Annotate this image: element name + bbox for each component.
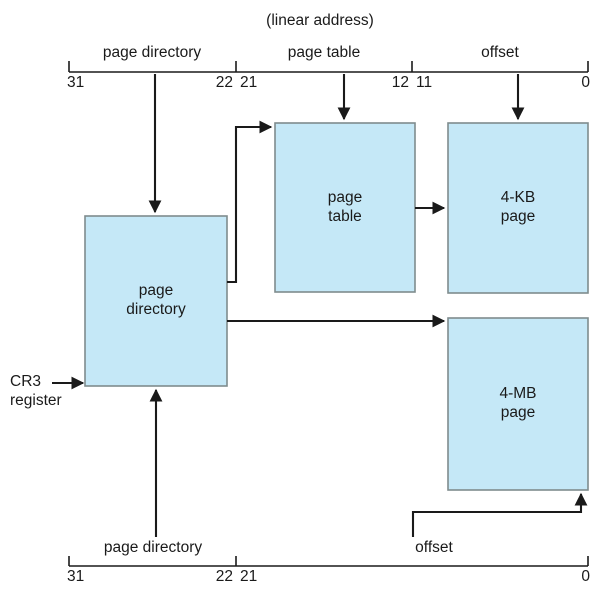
top-bit-31: 31 <box>67 74 85 91</box>
top-address-bar-rules <box>68 61 589 73</box>
page-table-box <box>274 122 416 293</box>
top-field-label-page-table: page table <box>287 44 361 61</box>
bottom-field-label-offset: offset <box>415 539 453 556</box>
top-bit-21: 21 <box>240 74 258 91</box>
page-directory-label: page directory <box>126 282 186 318</box>
bottom-address-bar-rules <box>68 556 589 567</box>
bottom-bit-0: 0 <box>581 568 590 585</box>
bottom-field-label-page-directory: page directory <box>103 539 203 556</box>
page-table-label: page table <box>327 189 363 225</box>
page-directory-box <box>84 215 228 387</box>
arrow-bottom-offset-field-to-4mb-page <box>411 492 588 537</box>
page-4mb-box <box>447 317 589 491</box>
arrow-page-directory-to-page-table <box>227 120 273 284</box>
top-bit-22: 22 <box>215 74 233 91</box>
top-bit-0: 0 <box>581 74 590 91</box>
bottom-bit-31: 31 <box>67 568 85 585</box>
top-bit-12: 12 <box>391 74 409 91</box>
page-4kb-label: 4-KB page <box>500 189 536 225</box>
diagram-title: (linear address) <box>266 12 374 29</box>
cr3-register-label: CR3 register <box>10 373 62 409</box>
bottom-bit-21: 21 <box>240 568 258 585</box>
bottom-bit-22: 22 <box>215 568 233 585</box>
top-bit-11: 11 <box>416 74 433 91</box>
top-field-label-page-directory: page directory <box>102 44 202 61</box>
top-field-label-offset: offset <box>481 44 519 61</box>
page-4mb-label: 4-MB page <box>499 385 537 421</box>
page-4kb-box <box>447 122 589 294</box>
